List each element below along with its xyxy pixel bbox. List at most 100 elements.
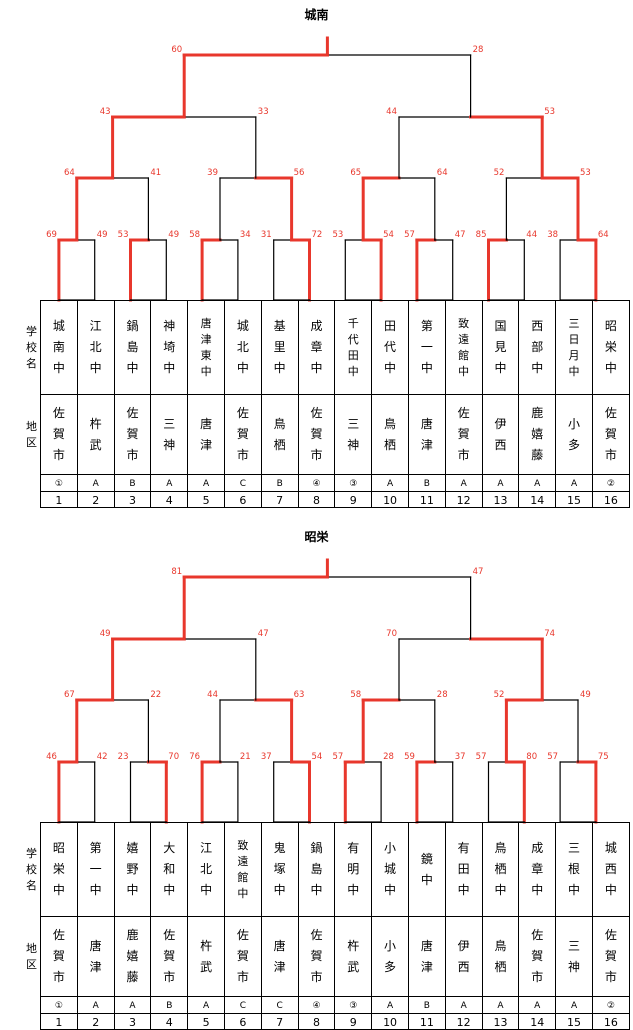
seed-number: 2	[76, 1013, 115, 1030]
number-label: 15	[567, 493, 582, 507]
grade-cell: A	[187, 996, 225, 1014]
seed-number: 4	[150, 1013, 189, 1030]
area-name: 鳥栖	[273, 416, 286, 452]
seed-number: 14	[518, 491, 557, 508]
number-label: 9	[349, 1015, 357, 1029]
school-name: 基里中	[273, 319, 286, 375]
grade-label: A	[460, 1001, 467, 1011]
school-name: 三日月中	[568, 316, 580, 378]
score-label: 49	[580, 690, 591, 700]
school-name: 神埼中	[163, 319, 176, 375]
grade-cell: ①	[40, 474, 78, 492]
score-label: 70	[386, 629, 397, 639]
number-label: 12	[456, 493, 471, 507]
school-row-label: 学校名	[26, 324, 37, 370]
area-cell: 鳥栖	[481, 916, 520, 997]
school-cell: 鏡中	[407, 822, 446, 917]
number-label: 1	[55, 1015, 63, 1029]
area-name: 小多	[384, 938, 397, 974]
score-label: 43	[100, 107, 111, 117]
score-label: 54	[383, 230, 394, 240]
number-label: 16	[603, 493, 618, 507]
school-cell: 唐津東中	[187, 300, 225, 395]
seed-number: 13	[481, 1013, 520, 1030]
score-label: 54	[312, 752, 323, 762]
grade-label: ①	[54, 479, 63, 489]
grade-cell: A	[481, 996, 520, 1014]
school-cell: 成章中	[297, 300, 336, 395]
number-label: 7	[276, 1015, 284, 1029]
area-cell: 佐賀市	[591, 916, 630, 997]
number-label: 10	[383, 493, 398, 507]
area-name: 佐賀市	[604, 406, 617, 462]
team-table: 学校名城南中江北中鍋島中神埼中唐津東中城北中基里中成章中千代田中田代中第一中致遠…	[23, 300, 630, 508]
grade-label: A	[534, 1001, 541, 1011]
seed-number: 11	[407, 491, 446, 508]
score-label: 64	[437, 168, 448, 178]
area-cell: 鹿嬉藤	[518, 394, 557, 475]
score-label: 70	[168, 752, 179, 762]
seed-number: 14	[518, 1013, 557, 1030]
score-label: 69	[46, 230, 57, 240]
school-name: 小城中	[384, 841, 397, 897]
area-name: 鹿嬉藤	[531, 406, 544, 462]
score-label: 60	[171, 45, 182, 55]
school-name: 田代中	[384, 319, 397, 375]
number-label: 1	[55, 493, 63, 507]
grade-cell: A	[187, 474, 225, 492]
score-label: 28	[383, 752, 394, 762]
score-label: 58	[350, 690, 361, 700]
seed-number: 11	[407, 1013, 446, 1030]
score-label: 37	[261, 752, 272, 762]
area-name: 佐賀市	[52, 928, 65, 984]
grade-cell: ④	[297, 474, 336, 492]
number-label: 5	[202, 493, 210, 507]
score-label: 28	[473, 45, 484, 55]
number-label: 8	[312, 1015, 320, 1029]
area-cell: 伊西	[444, 916, 483, 997]
score-label: 67	[64, 690, 75, 700]
school-cell: 江北中	[187, 822, 225, 917]
number-label: 11	[419, 1015, 434, 1029]
grade-cell: A	[518, 474, 557, 492]
grade-label: A	[386, 1001, 394, 1011]
school-name: 鏡中	[420, 851, 433, 887]
score-label: 47	[473, 567, 484, 577]
grade-cell: C	[260, 996, 299, 1014]
school-cell: 鍋島中	[113, 300, 152, 395]
grade-cell: ④	[297, 996, 336, 1014]
area-name: 鹿嬉藤	[126, 928, 139, 984]
grade-label: ①	[54, 1001, 63, 1011]
score-label: 63	[294, 690, 305, 700]
score-label: 59	[404, 752, 415, 762]
seed-number: 8	[297, 1013, 336, 1030]
grade-label: A	[203, 479, 210, 489]
grade-cell: A	[150, 474, 189, 492]
area-cell: 佐賀市	[297, 394, 336, 475]
school-name: 西部中	[531, 319, 544, 375]
grade-cell: B	[113, 474, 152, 492]
score-label: 76	[189, 752, 200, 762]
area-header: 地区	[23, 917, 41, 997]
area-cell: 杵武	[334, 916, 373, 997]
score-label: 52	[494, 168, 505, 178]
grade-label: ③	[349, 1001, 358, 1011]
area-name: 佐賀市	[457, 406, 470, 462]
number-label: 12	[456, 1015, 471, 1029]
school-cell: 三日月中	[555, 300, 593, 395]
area-name: 杵武	[347, 938, 360, 974]
area-name: 鳥栖	[494, 938, 507, 974]
area-cell: 鹿嬉藤	[113, 916, 152, 997]
score-label: 47	[455, 230, 466, 240]
school-name: 江北中	[200, 841, 213, 897]
score-label: 44	[207, 690, 218, 700]
seed-number: 10	[371, 491, 409, 508]
area-cell: 佐賀市	[444, 394, 483, 475]
empty-header	[23, 997, 41, 1014]
grade-cell: ③	[334, 474, 373, 492]
area-cell: 唐津	[407, 394, 446, 475]
grade-label: A	[92, 1001, 99, 1011]
area-name: 佐賀市	[236, 928, 249, 984]
